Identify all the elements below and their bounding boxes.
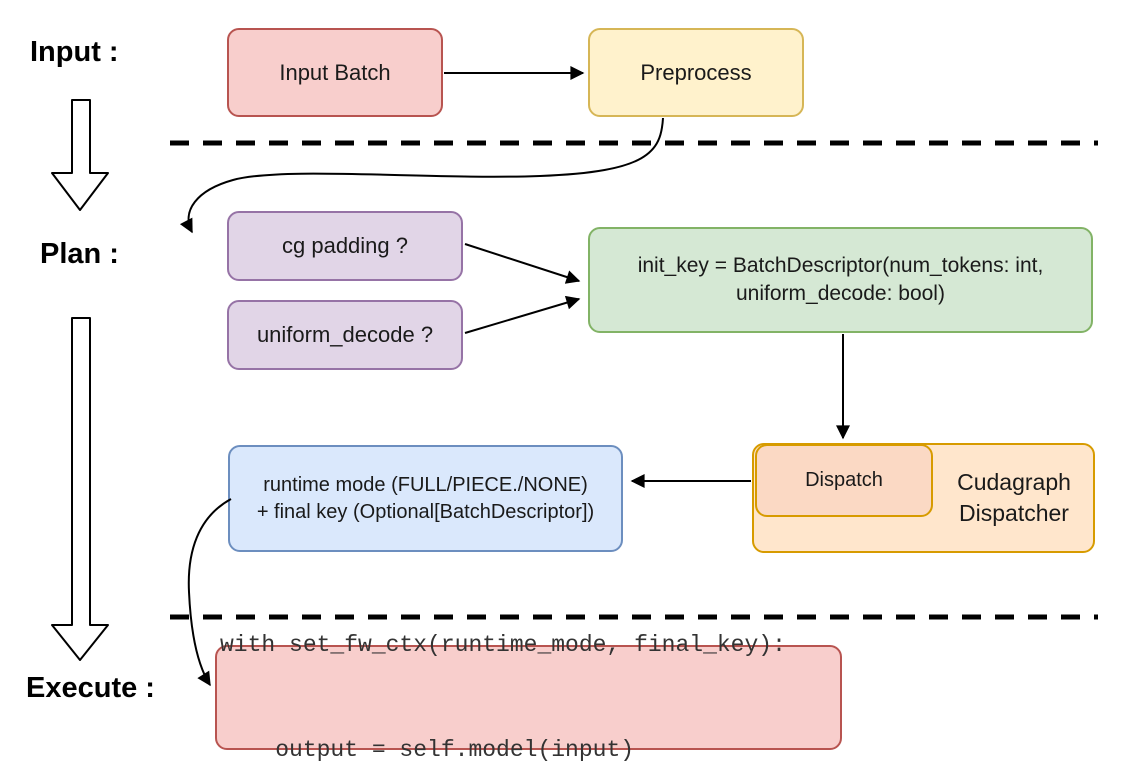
node-runtime-mode: runtime mode (FULL/PIECE./NONE) + final … [228,445,623,552]
execute-code-text: with set_fw_ctx(runtime_mode, final_key)… [220,558,786,770]
cudagraph-label-text: Cudagraph Dispatcher [957,467,1071,529]
cudagraph-label-line1: Cudagraph [957,468,1071,495]
node-runtime-mode-line2: + final key (Optional[BatchDescriptor]) [256,500,595,523]
node-runtime-mode-line1: runtime mode (FULL/PIECE./NONE) [263,473,588,496]
node-uniform-decode: uniform_decode ? [227,300,463,370]
node-init-key-line2: uniform_decode: bool) [736,282,945,305]
stage-label-input: Input : [30,36,119,68]
node-dispatch-label: Dispatch [805,469,883,491]
node-cg-padding-label: cg padding ? [282,233,408,259]
node-preprocess-label: Preprocess [640,59,752,85]
node-runtime-mode-text: runtime mode (FULL/PIECE./NONE) + final … [257,472,594,526]
hollow-arrow-input-to-plan [51,99,109,211]
node-init-key: init_key = BatchDescriptor(num_tokens: i… [588,227,1093,333]
arrow-uniform-decode-to-init-key [464,295,581,334]
node-execute-code: with set_fw_ctx(runtime_mode, final_key)… [215,632,842,763]
node-input-batch-label: Input Batch [279,59,391,85]
node-preprocess: Preprocess [588,28,804,117]
execute-code-line1: with set_fw_ctx(runtime_mode, final_key)… [220,631,786,658]
stage-label-execute: Execute : [26,672,155,704]
node-dispatch: Dispatch [755,444,933,517]
hollow-arrow-plan-to-execute [51,317,109,661]
node-init-key-line1: init_key = BatchDescriptor(num_tokens: i… [637,253,1044,277]
node-cg-padding: cg padding ? [227,211,463,281]
arrow-cg-padding-to-init-key [464,243,581,284]
execute-code-line2: output = self.model(input) [220,736,635,763]
node-cudagraph-dispatcher-label: Cudagraph Dispatcher [933,443,1095,553]
node-init-key-text: init_key = BatchDescriptor(num_tokens: i… [638,252,1044,309]
node-uniform-decode-label: uniform_decode ? [256,322,434,348]
stage-label-plan: Plan : [40,238,119,270]
cudagraph-label-line2: Dispatcher [959,500,1069,526]
node-input-batch: Input Batch [227,28,443,117]
